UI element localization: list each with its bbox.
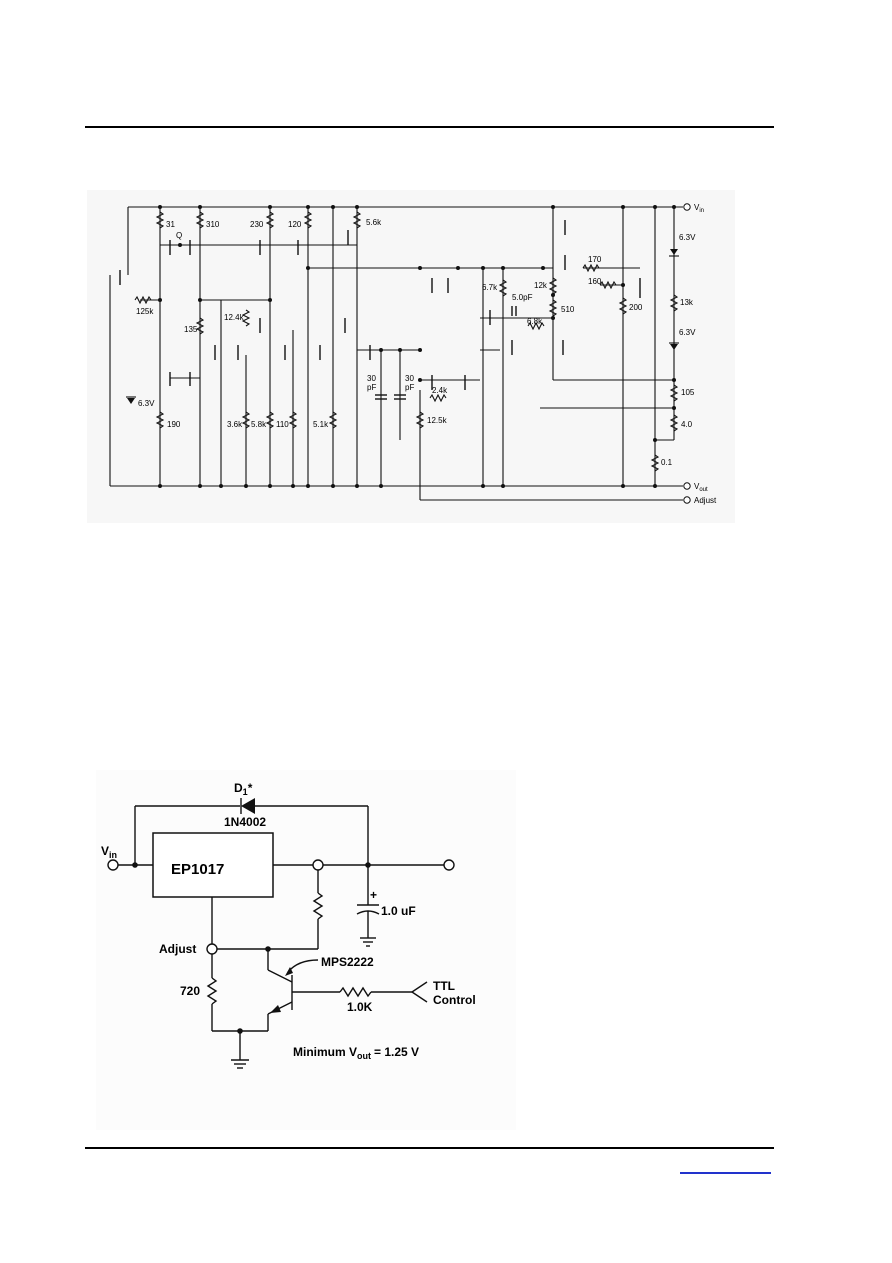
svg-text:3.6k: 3.6k: [227, 420, 243, 429]
svg-text:6.3V: 6.3V: [679, 328, 696, 337]
capacitor-symbols: [375, 306, 517, 400]
svg-text:pF: pF: [367, 383, 376, 392]
footer-link[interactable]: [680, 1172, 771, 1174]
svg-text:120: 120: [288, 220, 302, 229]
adjust-label: Adjust: [694, 496, 717, 505]
svg-text:135: 135: [184, 325, 198, 334]
svg-text:160: 160: [588, 277, 602, 286]
svg-text:5.6k: 5.6k: [366, 218, 382, 227]
svg-text:5.1k: 5.1k: [313, 420, 329, 429]
svg-text:110: 110: [276, 420, 289, 429]
svg-text:12.5k: 12.5k: [427, 416, 448, 425]
svg-text:30: 30: [367, 374, 376, 383]
svg-text:30: 30: [405, 374, 414, 383]
svg-text:31: 31: [166, 220, 175, 229]
svg-text:6.3V: 6.3V: [679, 233, 696, 242]
svg-text:13k: 13k: [680, 298, 694, 307]
vin-label: Vin: [694, 203, 704, 214]
resistor-symbols: [134, 211, 679, 472]
zener-symbols: [126, 249, 679, 404]
vout-label: Vout: [694, 482, 708, 493]
svg-text:230: 230: [250, 220, 264, 229]
svg-text:6.7k: 6.7k: [482, 283, 498, 292]
svg-text:125k: 125k: [136, 307, 154, 316]
horizontal-wires: [140, 244, 674, 441]
svg-text:6.8k: 6.8k: [527, 317, 543, 326]
rails: [109, 206, 683, 501]
svg-text:5.8k: 5.8k: [251, 420, 267, 429]
svg-text:200: 200: [629, 303, 643, 312]
svg-text:12k: 12k: [534, 281, 548, 290]
schematic-background: [87, 190, 735, 523]
svg-text:105: 105: [681, 388, 695, 397]
vout-terminal: [683, 482, 691, 490]
svg-text:2.4k: 2.4k: [432, 386, 448, 395]
svg-text:190: 190: [167, 420, 181, 429]
footer-rule: [85, 1147, 774, 1149]
svg-text:4.0: 4.0: [681, 420, 693, 429]
svg-text:pF: pF: [405, 383, 414, 392]
svg-text:510: 510: [561, 305, 575, 314]
header-rule: [85, 126, 774, 128]
vin-terminal: [683, 203, 691, 211]
svg-text:0.1: 0.1: [661, 458, 673, 467]
component-labels: 31 310 230 120 5.6k 125k 135 12.4k 190 3…: [136, 218, 696, 467]
svg-text:170: 170: [588, 255, 602, 264]
adjust-terminal: [683, 496, 691, 504]
svg-text:6.3V: 6.3V: [138, 399, 155, 408]
svg-text:Q: Q: [176, 231, 182, 240]
svg-text:12.4k: 12.4k: [224, 313, 245, 322]
svg-text:5.0pF: 5.0pF: [512, 293, 533, 302]
junction-dots: [158, 205, 676, 488]
svg-text:310: 310: [206, 220, 220, 229]
transistor-symbols: [119, 220, 641, 390]
